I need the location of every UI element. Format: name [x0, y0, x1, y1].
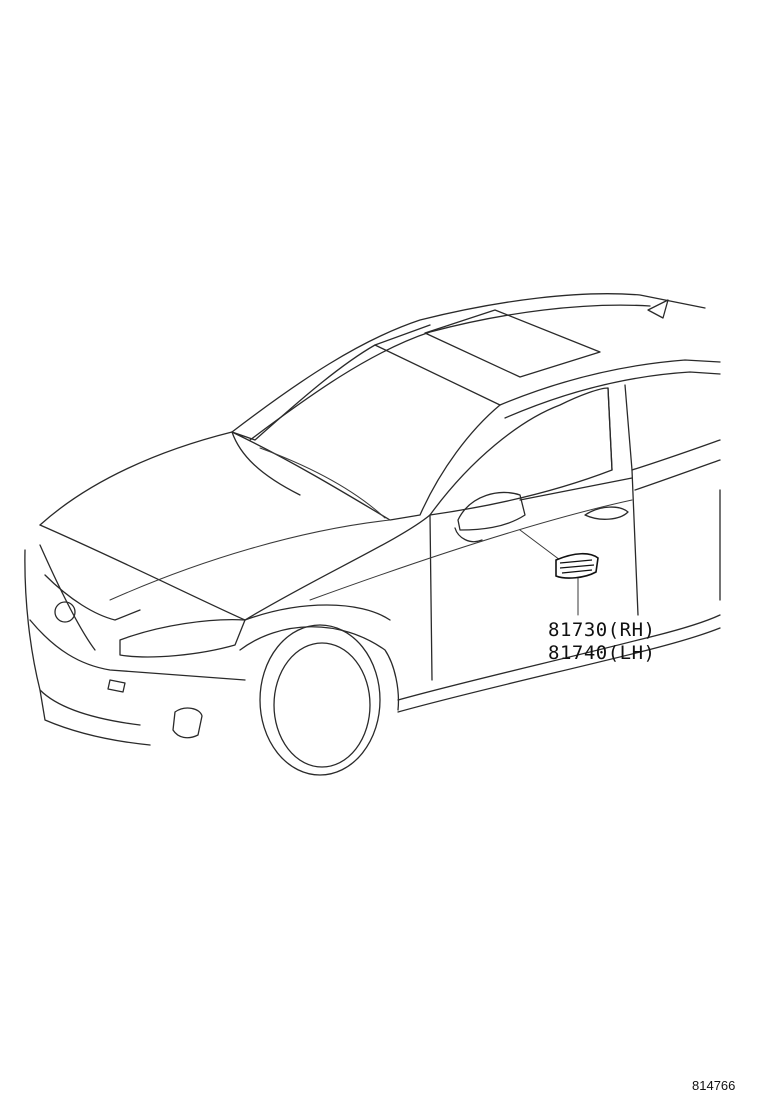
callout-lh: 81740(LH)	[548, 642, 655, 664]
callout-rh: 81730(RH)	[548, 619, 655, 641]
part-number-lh: 81740	[548, 642, 608, 664]
side-lh: (LH)	[607, 642, 656, 664]
side-turn-signal-lamp-icon	[555, 552, 599, 579]
sedan-outline-icon	[24, 293, 721, 776]
side-rh: (RH)	[607, 619, 656, 641]
part-number-rh: 81730	[548, 619, 608, 641]
diagram-reference-number: 814766	[692, 1078, 736, 1093]
leader-line	[519, 529, 561, 561]
